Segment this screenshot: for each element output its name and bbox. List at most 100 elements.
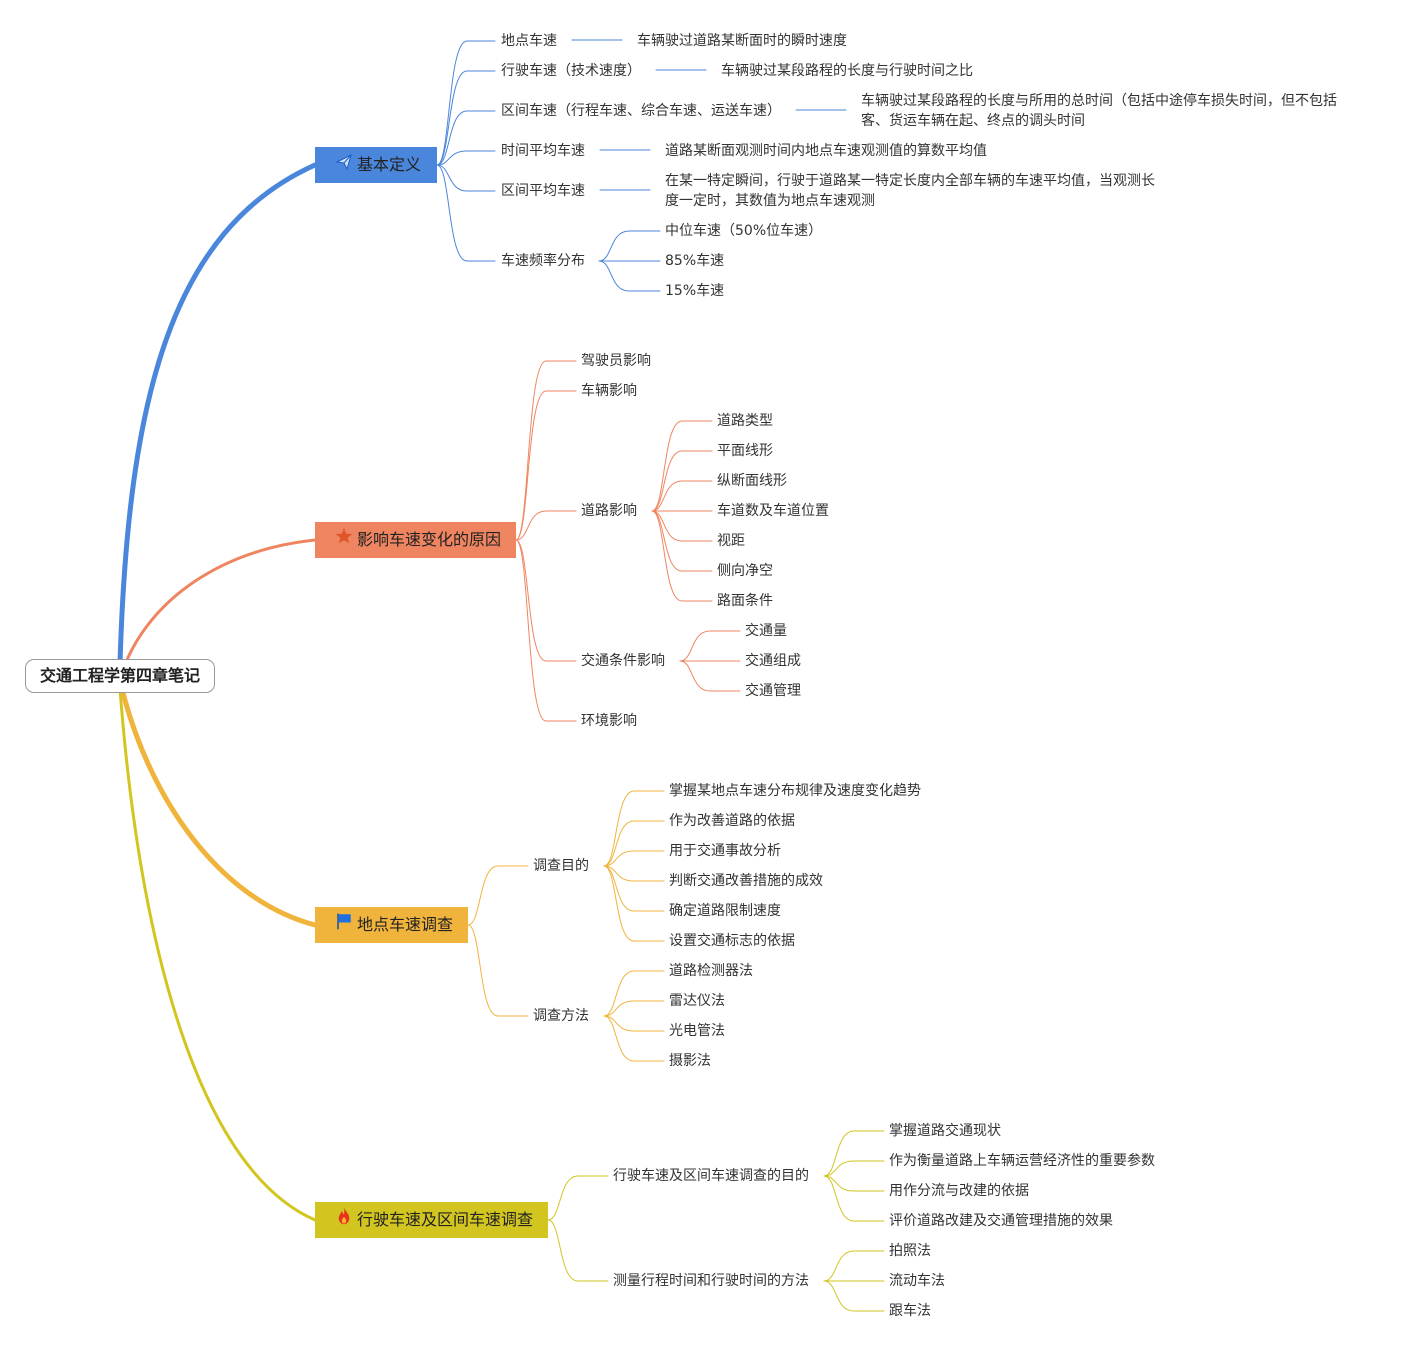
- node-purpose-distribution[interactable]: 掌握某地点车速分布规律及速度变化趋势: [669, 783, 921, 799]
- sub-branch-line: [651, 480, 713, 512]
- sub-branch-line: [651, 510, 713, 542]
- branch-line: [467, 924, 529, 1017]
- root-link-running: [118, 687, 317, 1222]
- node-pavement-condition[interactable]: 路面条件: [717, 593, 773, 609]
- node-travel-speed-definition[interactable]: 车辆驶过某段路程的长度与所用的总时间（包括中途停车损失时间，但不包括客、货运车辆…: [861, 93, 1337, 129]
- node-environment-influence[interactable]: 环境影响: [581, 713, 637, 729]
- node-time-mean-speed-definition[interactable]: 道路某断面观测时间内地点车速观测值的算数平均值: [665, 143, 987, 159]
- node-purpose-current-status[interactable]: 掌握道路交通现状: [889, 1123, 1001, 1139]
- node-85th-speed[interactable]: 85%车速: [665, 253, 725, 269]
- branch-line: [436, 70, 496, 166]
- branch-line: [436, 164, 496, 192]
- section-basic-definitions[interactable]: 基本定义: [315, 147, 437, 183]
- branch-line: [515, 390, 577, 541]
- sub-branch-line: [679, 660, 741, 692]
- node-15th-speed[interactable]: 15%车速: [665, 283, 725, 299]
- section-title: 影响车速变化的原因: [357, 530, 502, 549]
- node-traffic-condition-influence[interactable]: 交通条件影响: [581, 653, 665, 669]
- sub-branch-line: [823, 1160, 885, 1177]
- branch-line: [515, 510, 577, 541]
- sub-branch-line: [651, 510, 713, 602]
- node-purpose-economic-parameter[interactable]: 作为衡量道路上车辆运营经济性的重要参数: [889, 1153, 1155, 1169]
- node-method-radar[interactable]: 雷达仪法: [669, 993, 725, 1009]
- node-driver-influence[interactable]: 驾驶员影响: [581, 353, 651, 369]
- fire-icon: [333, 1202, 355, 1238]
- sub-branch-line: [603, 865, 665, 942]
- node-running-speed[interactable]: 行驶车速（技术速度）: [501, 63, 641, 79]
- sub-branch-line: [598, 230, 661, 262]
- node-horizontal-alignment[interactable]: 平面线形: [717, 443, 773, 459]
- branch-line: [436, 150, 496, 166]
- paper-plane-icon: [333, 147, 355, 183]
- node-spot-speed-definition[interactable]: 车辆驶过道路某断面时的瞬时速度: [637, 33, 847, 49]
- node-lateral-clearance[interactable]: 侧向净空: [717, 563, 773, 579]
- section-spot-speed-survey[interactable]: 地点车速调查: [315, 907, 468, 943]
- node-purpose-evaluate-effect[interactable]: 评价道路改建及交通管理措施的效果: [889, 1213, 1113, 1229]
- root-link-spot: [119, 686, 318, 928]
- sub-branch-line: [603, 970, 665, 1017]
- section-title: 基本定义: [357, 155, 422, 174]
- node-method-road-detector[interactable]: 道路检测器法: [669, 963, 753, 979]
- node-survey-methods[interactable]: 调查方法: [533, 1008, 589, 1024]
- node-method-license-plate[interactable]: 拍照法: [889, 1243, 931, 1259]
- sub-branch-line: [823, 1250, 885, 1282]
- sub-branch-line: [823, 1175, 885, 1222]
- node-lane-count-position[interactable]: 车道数及车道位置: [717, 503, 829, 519]
- branch-line: [547, 1175, 609, 1221]
- node-road-influence[interactable]: 道路影响: [581, 503, 637, 519]
- node-purpose-speed-limit[interactable]: 确定道路限制速度: [669, 903, 781, 919]
- node-travel-time-methods[interactable]: 测量行程时间和行驶时间的方法: [613, 1273, 809, 1289]
- node-purpose-diversion-reconstruction[interactable]: 用作分流与改建的依据: [889, 1183, 1029, 1199]
- sub-branch-line: [603, 1000, 665, 1017]
- node-method-photoelectric[interactable]: 光电管法: [669, 1023, 725, 1039]
- branch-line: [467, 865, 529, 926]
- root-link-basic: [117, 162, 318, 666]
- sub-branch-line: [603, 865, 665, 882]
- section-title: 行驶车速及区间车速调查: [357, 1210, 534, 1229]
- branch-line: [436, 110, 496, 166]
- node-sight-distance[interactable]: 视距: [717, 533, 745, 549]
- node-space-mean-speed[interactable]: 区间平均车速: [501, 183, 585, 199]
- section-running-travel-speed-survey[interactable]: 行驶车速及区间车速调查: [315, 1202, 548, 1238]
- branch-line: [547, 1219, 609, 1282]
- node-vehicle-influence[interactable]: 车辆影响: [581, 383, 637, 399]
- node-purpose-traffic-signs[interactable]: 设置交通标志的依据: [669, 933, 795, 949]
- sub-branch-line: [823, 1130, 885, 1177]
- node-purpose-road-improvement[interactable]: 作为改善道路的依据: [669, 813, 795, 829]
- sub-branch-line: [823, 1280, 885, 1312]
- root-node[interactable]: 交通工程学第四章笔记: [25, 659, 215, 693]
- sub-branch-line: [603, 1015, 665, 1062]
- branch-line: [515, 360, 577, 541]
- root-link-factors: [122, 538, 317, 669]
- node-spot-speed[interactable]: 地点车速: [501, 33, 557, 49]
- node-purpose-accident-analysis[interactable]: 用于交通事故分析: [669, 843, 781, 859]
- star-icon: [333, 522, 355, 558]
- sub-branch-line: [598, 260, 661, 292]
- node-purpose-evaluate-measures[interactable]: 判断交通改善措施的成效: [669, 873, 823, 889]
- sub-branch-line: [603, 865, 665, 912]
- node-method-moving-vehicle[interactable]: 流动车法: [889, 1273, 945, 1289]
- node-road-type[interactable]: 道路类型: [717, 413, 773, 429]
- node-running-speed-definition[interactable]: 车辆驶过某段路程的长度与行驶时间之比: [721, 63, 973, 79]
- node-speed-frequency-distribution[interactable]: 车速频率分布: [501, 253, 585, 269]
- node-method-car-following[interactable]: 跟车法: [889, 1303, 931, 1319]
- node-vertical-alignment[interactable]: 纵断面线形: [717, 473, 787, 489]
- node-traffic-composition[interactable]: 交通组成: [745, 653, 801, 669]
- node-space-mean-speed-definition[interactable]: 在某一特定瞬间，行驶于道路某一特定长度内全部车辆的车速平均值，当观测长度一定时，…: [665, 173, 1155, 209]
- flag-icon: [333, 907, 355, 943]
- branch-line: [436, 164, 496, 262]
- node-running-survey-purpose[interactable]: 行驶车速及区间车速调查的目的: [613, 1168, 809, 1184]
- node-traffic-management[interactable]: 交通管理: [745, 683, 801, 699]
- node-method-photography[interactable]: 摄影法: [669, 1053, 711, 1069]
- section-speed-factors[interactable]: 影响车速变化的原因: [315, 522, 516, 558]
- sub-branch-line: [603, 820, 665, 867]
- node-survey-purpose[interactable]: 调查目的: [533, 858, 589, 874]
- sub-branch-line: [651, 420, 713, 512]
- node-traffic-volume[interactable]: 交通量: [745, 623, 787, 639]
- sub-branch-line: [603, 850, 665, 867]
- node-median-speed[interactable]: 中位车速（50%位车速）: [665, 223, 823, 239]
- sub-branch-line: [603, 1015, 665, 1032]
- node-travel-speed[interactable]: 区间车速（行程车速、综合车速、运送车速）: [501, 103, 781, 119]
- node-time-mean-speed[interactable]: 时间平均车速: [501, 143, 585, 159]
- sub-branch-line: [823, 1175, 885, 1192]
